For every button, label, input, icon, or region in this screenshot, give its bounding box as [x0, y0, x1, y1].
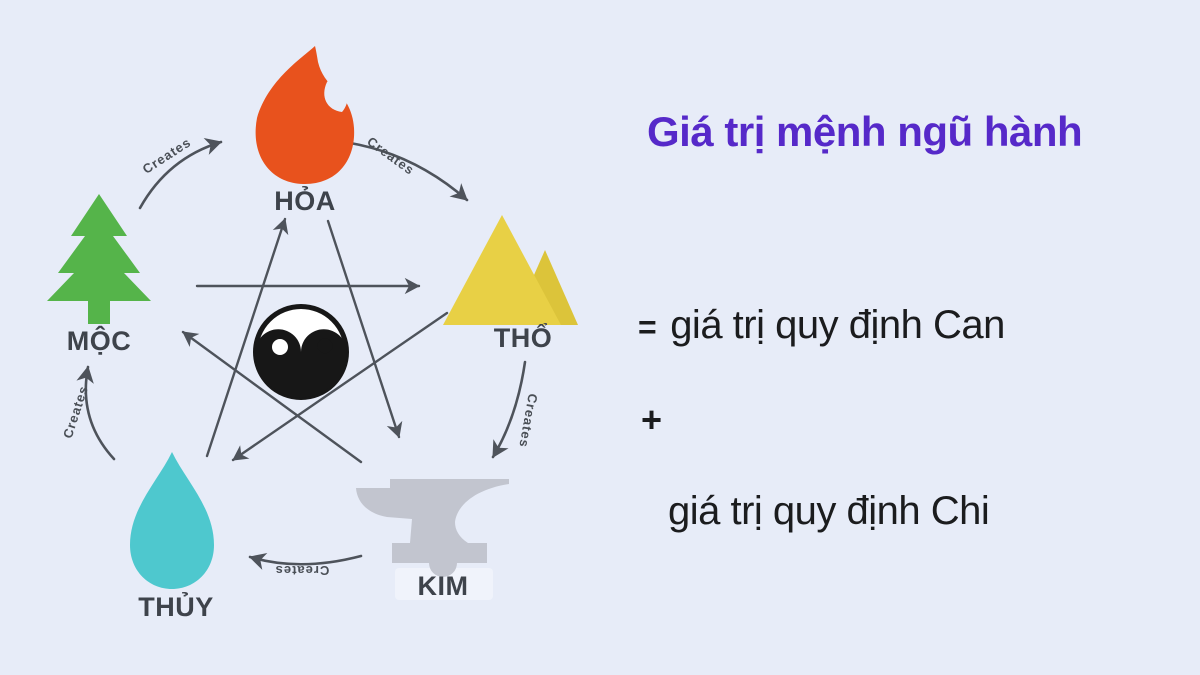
panel-title: Giá trị mệnh ngũ hành — [647, 108, 1083, 155]
earth-node: THỔ — [443, 215, 578, 353]
creates-arc-water-wood: Creates — [60, 365, 116, 461]
overcoming-arrows — [181, 217, 449, 464]
creates-arrow — [248, 552, 363, 570]
creates-label: Creates — [516, 393, 540, 449]
creates-label: Creates — [60, 384, 91, 441]
water-node: THỦY — [130, 452, 214, 622]
metal-node: KIM — [356, 479, 509, 601]
metal-label: KIM — [418, 571, 469, 601]
wood-label: MỘC — [67, 325, 132, 356]
creates-arc-fire-earth: Creates — [335, 134, 469, 202]
creates-label: Creates — [364, 134, 417, 178]
creates-arrow — [138, 138, 223, 210]
flame-icon-cutout — [324, 78, 348, 112]
mountain-icon — [443, 215, 561, 325]
overcomes-arrow-fire-metal — [326, 219, 403, 439]
overcomes-arrow-metal-wood — [181, 330, 363, 464]
plus-sign: + — [641, 399, 663, 440]
overcomes-arrow-earth-water — [231, 311, 449, 462]
flame-icon — [255, 46, 355, 185]
creates-label: Creates — [140, 134, 194, 176]
creates-arc-earth-metal: Creates — [491, 360, 541, 459]
chi-text: giá trị quy định Chi — [668, 489, 990, 533]
water-label: THỦY — [138, 590, 214, 622]
diagram-svg: Creates Creates Creates Creates Creates — [47, 46, 578, 622]
yin-yang-icon — [253, 304, 349, 400]
anvil-icon — [356, 479, 509, 577]
overcomes-arrow-water-fire — [205, 217, 289, 458]
metal-label-plate — [395, 568, 493, 600]
equals-sign: = — [638, 309, 657, 345]
creates-arrow — [335, 139, 469, 202]
five-elements-diagram: Creates Creates Creates Creates Creates — [47, 46, 578, 622]
fire-node: HỎA — [255, 46, 355, 216]
earth-label: THỔ — [494, 322, 553, 353]
water-drop-icon — [130, 452, 214, 589]
tree-icon — [47, 194, 151, 324]
can-text: giá trị quy định Can — [670, 303, 1005, 347]
fire-label: HỎA — [274, 184, 336, 216]
creates-arc-metal-water: Creates — [248, 552, 363, 578]
wood-node: MỘC — [47, 194, 151, 356]
creates-label: Creates — [275, 563, 330, 578]
creates-arc-wood-fire: Creates — [138, 134, 223, 210]
creates-arrow — [491, 360, 527, 459]
creates-arrow — [76, 365, 116, 461]
can-row: = giá trị quy định Can — [638, 303, 1005, 348]
